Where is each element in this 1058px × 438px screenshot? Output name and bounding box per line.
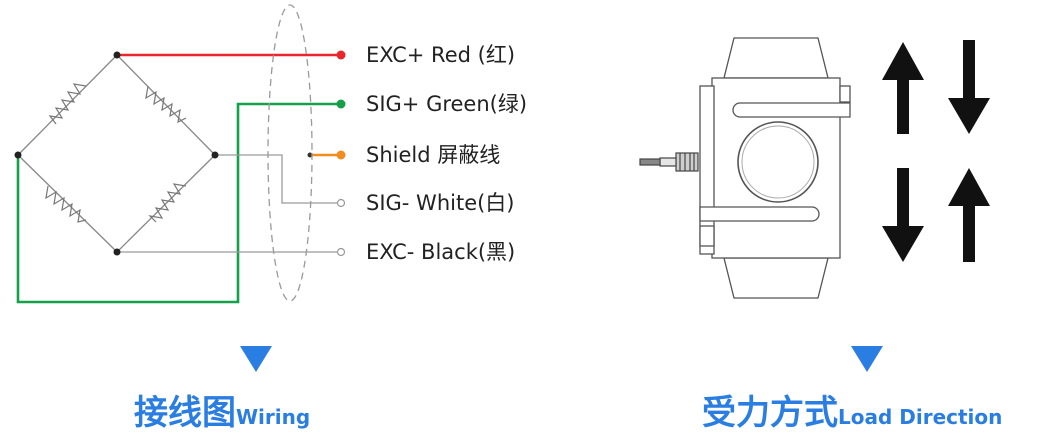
sig-plus-terminal xyxy=(336,99,346,109)
wiring-caption: 接线图Wiring xyxy=(134,385,310,434)
bridge-nodes xyxy=(14,51,219,256)
bridge-resistors xyxy=(45,83,187,223)
load-cell-bottom-cap xyxy=(723,257,829,299)
down-arrow-icon xyxy=(882,168,924,262)
node-top xyxy=(113,51,121,59)
down-triangle-icon xyxy=(851,346,883,372)
down-triangle-icon xyxy=(240,346,272,372)
node-left xyxy=(14,151,22,159)
load-arrows xyxy=(882,40,990,262)
cable-sleeve xyxy=(659,157,677,167)
cable-gland xyxy=(675,152,699,172)
load-cell-illustration xyxy=(699,37,851,299)
up-arrow-icon xyxy=(948,168,990,262)
label-exc-plus: EXC+ Red (红) xyxy=(366,43,515,67)
load-cell-top-slot xyxy=(732,102,851,118)
wiring-caption-en: Wiring xyxy=(236,405,311,429)
label-sig-minus: SIG- White(白) xyxy=(366,191,515,215)
load-caption-en: Load Direction xyxy=(838,405,1003,429)
down-arrow-icon xyxy=(948,40,990,134)
shield-terminal xyxy=(336,150,346,160)
exc-minus-terminal xyxy=(336,247,346,257)
node-bottom xyxy=(113,248,121,256)
load-cell-center-hole-inner xyxy=(741,125,815,199)
label-sig-plus: SIG+ Green(绿) xyxy=(366,92,527,116)
resistor-bottom-left xyxy=(45,185,87,223)
shield-junction xyxy=(307,152,313,158)
sig-plus-wire xyxy=(16,102,338,304)
wiring-caption-cn: 接线图 xyxy=(134,393,236,433)
cable-ellipse xyxy=(267,4,313,302)
load-cell-bottom-slot xyxy=(699,206,820,222)
load-direction-caption: 受力方式Load Direction xyxy=(702,385,1002,434)
cable-connector xyxy=(639,152,699,172)
resistor-bottom-right xyxy=(148,183,187,223)
cable-wire xyxy=(639,158,661,166)
sig-minus-wire xyxy=(215,154,337,204)
label-shield: Shield 屏蔽线 xyxy=(366,143,500,167)
load-cell-top-cap xyxy=(723,37,829,79)
resistor-top-right xyxy=(145,85,187,124)
node-right xyxy=(211,151,219,159)
sig-minus-terminal xyxy=(336,198,346,208)
load-cell-right-flange-lower xyxy=(699,225,715,247)
load-cell-right-flange xyxy=(839,85,851,103)
exc-plus-terminal xyxy=(336,50,346,60)
wiring-diagram: EXC+ Red (红) SIG+ Green(绿) Shield 屏蔽线 SI… xyxy=(14,4,527,372)
label-exc-minus: EXC- Black(黑) xyxy=(366,240,515,264)
resistor-top-left xyxy=(48,83,87,125)
up-arrow-icon xyxy=(882,42,924,134)
bridge-outline xyxy=(17,54,216,253)
load-caption-cn: 受力方式 xyxy=(702,393,838,433)
